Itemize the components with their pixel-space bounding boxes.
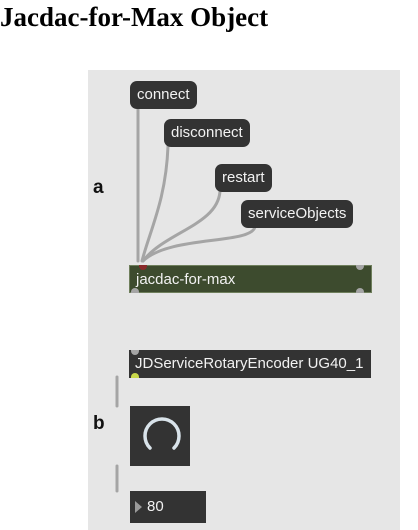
dial[interactable] xyxy=(130,406,190,466)
object-outlet-left[interactable] xyxy=(131,288,139,293)
object-outlet-right[interactable] xyxy=(356,288,364,293)
encoder-inlet[interactable] xyxy=(131,350,139,355)
number-triangle-icon xyxy=(135,501,142,513)
document-title: Jacdac-for-Max Object xyxy=(0,2,269,32)
object-inlet-right[interactable] xyxy=(356,265,364,270)
jacdac-for-max-object[interactable]: jacdac-for-max xyxy=(129,265,372,293)
object-inlet[interactable] xyxy=(139,265,147,270)
disconnect-message[interactable]: disconnect xyxy=(164,119,250,147)
number-box[interactable]: 80 xyxy=(130,491,206,523)
encoder-outlet[interactable] xyxy=(131,373,139,378)
panel-label-a: a xyxy=(93,177,104,198)
serviceobjects-message[interactable]: serviceObjects xyxy=(241,200,354,228)
restart-message[interactable]: restart xyxy=(215,164,272,192)
rotary-encoder-object[interactable]: JDServiceRotaryEncoder UG40_1 xyxy=(129,350,371,378)
dial-arc-icon xyxy=(143,417,181,450)
connect-message[interactable]: connect xyxy=(130,81,197,109)
panel-label-b: b xyxy=(93,413,105,434)
number-value: 80 xyxy=(147,498,164,515)
